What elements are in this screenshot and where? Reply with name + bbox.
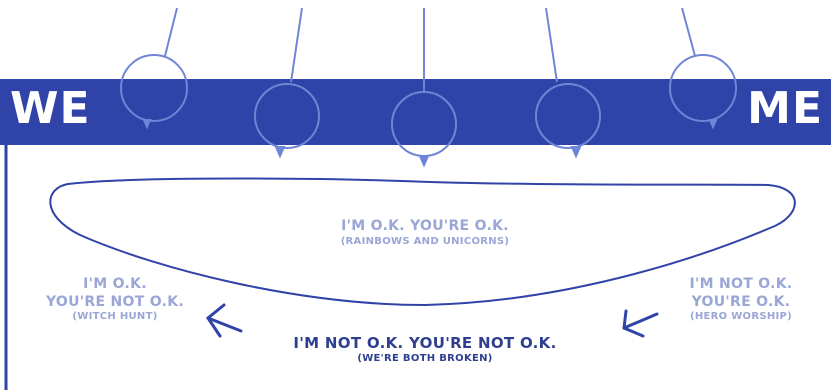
bottom-label-title: I'M NOT O.K. YOU'RE NOT O.K. xyxy=(250,334,600,353)
center-label: I'M O.K. YOU'RE O.K. (RAINBOWS AND UNICO… xyxy=(260,218,590,248)
right-label: I'M NOT O.K. YOU'RE O.K. (HERO WORSHIP) xyxy=(652,276,830,324)
we-label: WE xyxy=(10,84,91,134)
bottom-label-subtitle: (WE'RE BOTH BROKEN) xyxy=(250,353,600,366)
center-label-title: I'M O.K. YOU'RE O.K. xyxy=(260,218,590,236)
left-label-line2: YOU'RE NOT O.K. xyxy=(20,294,210,312)
banner-bar xyxy=(0,79,831,145)
bottom-label: I'M NOT O.K. YOU'RE NOT O.K. (WE'RE BOTH… xyxy=(250,334,600,365)
left-label: I'M O.K. YOU'RE NOT O.K. (WITCH HUNT) xyxy=(20,276,210,324)
left-label-subtitle: (WITCH HUNT) xyxy=(20,311,210,324)
right-label-line1: I'M NOT O.K. xyxy=(652,276,830,294)
right-label-line2: YOU'RE O.K. xyxy=(652,294,830,312)
center-label-subtitle: (RAINBOWS AND UNICORNS) xyxy=(260,236,590,249)
right-label-subtitle: (HERO WORSHIP) xyxy=(652,311,830,324)
me-label: ME xyxy=(747,84,823,134)
arrow-left xyxy=(208,305,241,336)
left-label-line1: I'M O.K. xyxy=(20,276,210,294)
